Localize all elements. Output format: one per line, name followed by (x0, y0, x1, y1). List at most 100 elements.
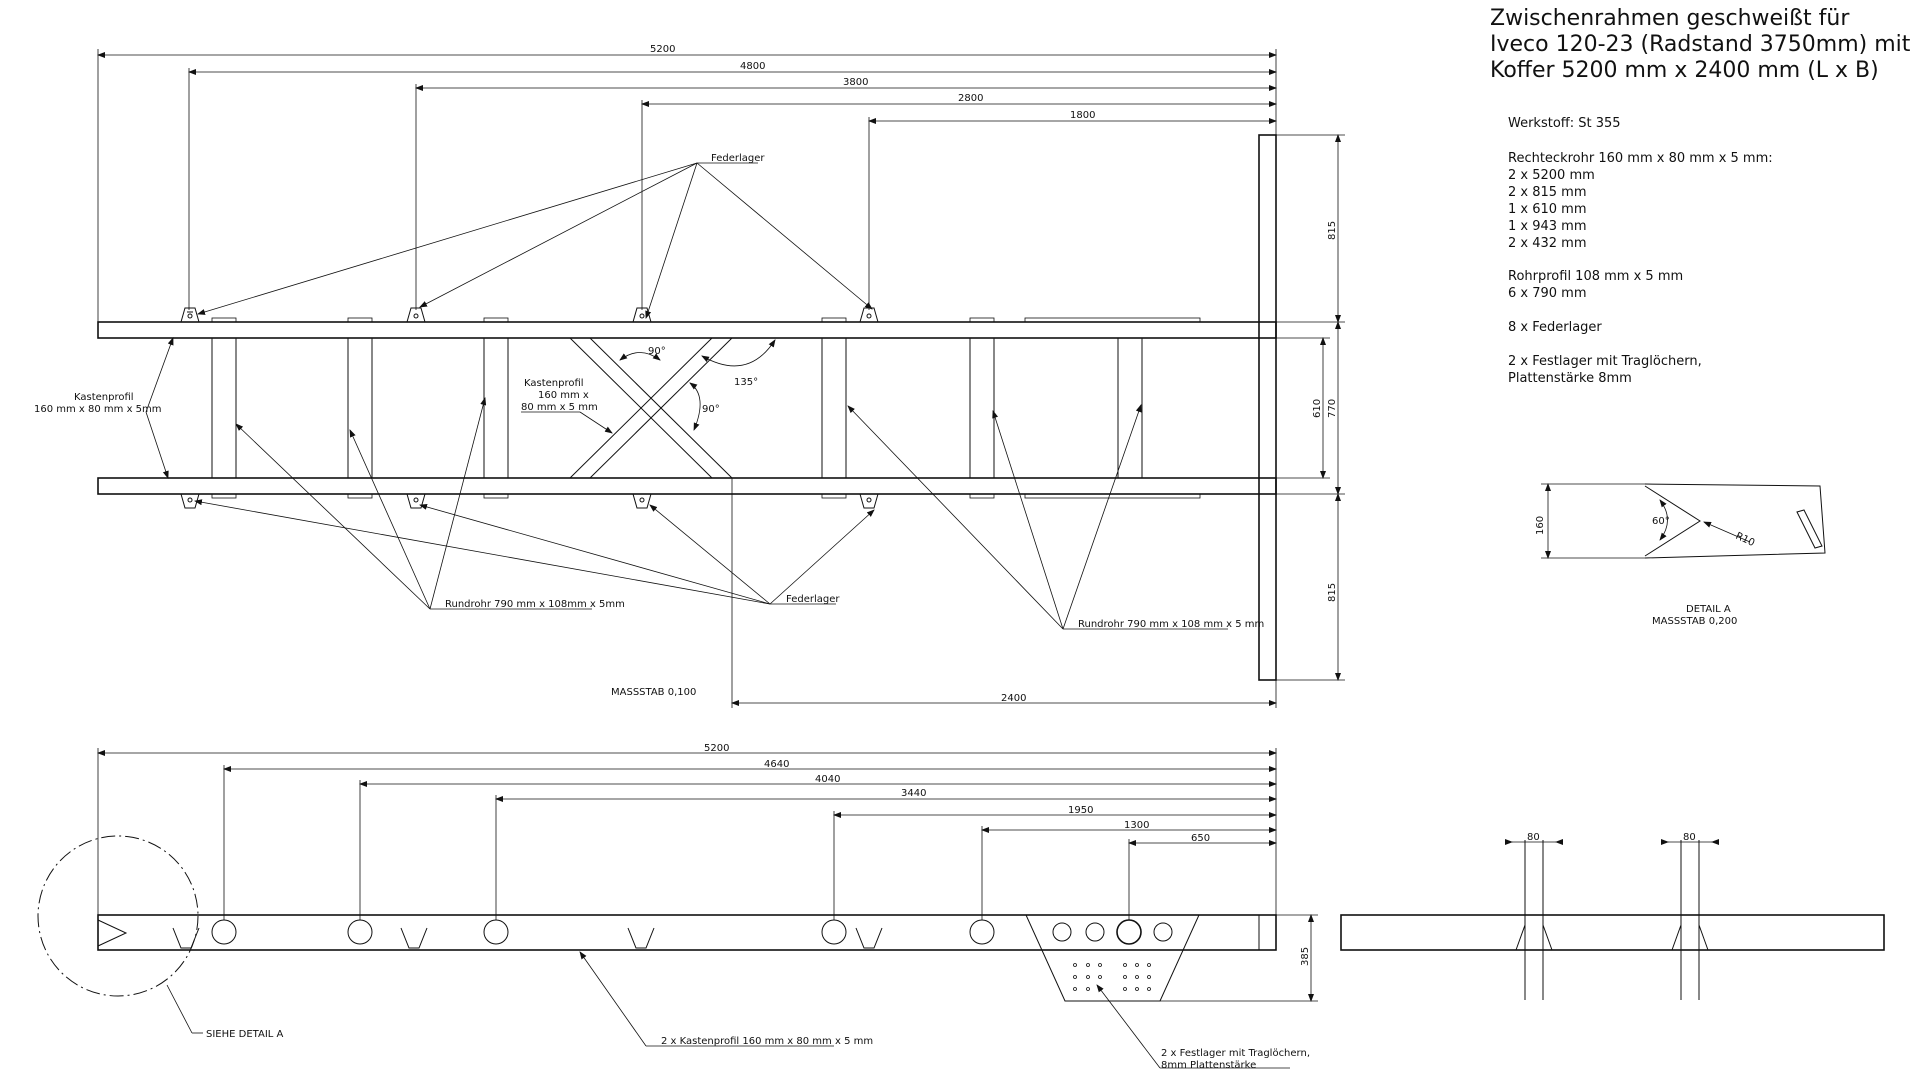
side-dimensions: 5200 4640 4040 3440 1950 1300 650 (97, 743, 1277, 920)
fixed-mount-plate (1025, 914, 1200, 1002)
detail-a-label: DETAIL A (1686, 604, 1731, 615)
spec-spring-mounts: 8 x Federlager (1508, 320, 1602, 335)
spec-list: Werkstoff: St 355 Rechteckrohr 160 mm x … (1508, 116, 1773, 386)
right-dimensions: 815 610 770 815 (1276, 134, 1345, 681)
spec-material: Werkstoff: St 355 (1508, 116, 1621, 131)
title-block: Zwischenrahmen geschweißt für Iveco 120-… (1490, 6, 1911, 83)
v-notches (172, 927, 883, 949)
dim-1800: 1800 (1070, 110, 1095, 121)
dim-610: 610 (1312, 399, 1323, 418)
leader-federlager-bottom: Federlager (194, 499, 875, 605)
spec-round-tube-heading: Rohrprofil 108 mm x 5 mm (1508, 269, 1683, 284)
dim-side-1300: 1300 (1124, 820, 1149, 831)
label-kastenprofil-side: 2 x Kastenprofil 160 mm x 80 mm x 5 mm (661, 1036, 873, 1047)
dim-side-4040: 4040 (815, 774, 840, 785)
detail-a-circle (37, 835, 199, 997)
rear-cross-member (1258, 134, 1277, 681)
side-rear-member (1258, 914, 1277, 951)
dim-2400: 2400 (1001, 693, 1026, 704)
end-dim-80-right: 80 (1683, 832, 1696, 843)
label-kastenprofil-mid-1: Kastenprofil (524, 378, 584, 389)
angle-90-right: 90° (702, 404, 720, 415)
dim-side-650: 650 (1191, 833, 1210, 844)
label-rundrohr-left: Rundrohr 790 mm x 108mm x 5mm (445, 599, 625, 610)
round-tube (1117, 337, 1143, 479)
title-line-3: Koffer 5200 mm x 2400 mm (L x B) (1490, 58, 1879, 83)
label-kastenprofil-left-2: 160 mm x 80 mm x 5mm (34, 404, 162, 415)
spec-rect-item: 2 x 815 mm (1508, 185, 1587, 200)
detail-radius: R10 (1734, 531, 1756, 549)
end-inner-box (1524, 914, 1682, 951)
dim-385: 385 (1300, 947, 1311, 966)
round-tubes (211, 317, 1201, 499)
leader-rundrohr-left: Rundrohr 790 mm x 108mm x 5mm (235, 397, 625, 610)
round-tube (483, 337, 509, 479)
dim-5200: 5200 (650, 44, 675, 55)
dim-815-upper: 815 (1327, 221, 1338, 240)
spec-rect-tube-heading: Rechteckrohr 160 mm x 80 mm x 5 mm: (1508, 151, 1773, 166)
end-dim-80-left: 80 (1527, 832, 1540, 843)
long-rail-upper (97, 321, 1277, 339)
angle-135: 135° (734, 377, 758, 388)
label-rundrohr-right: Rundrohr 790 mm x 108 mm x 5 mm (1078, 619, 1264, 630)
dim-2800: 2800 (958, 93, 983, 104)
dim-2400-group: 2400 (731, 478, 1277, 708)
label-festlager-2: 8mm Plattenstärke (1161, 1060, 1256, 1071)
top-view: 5200 4800 3800 2800 1800 (34, 44, 1345, 708)
detail-dim-160: 160 (1535, 516, 1546, 535)
dim-side-5200: 5200 (704, 743, 729, 754)
tube-hole (483, 919, 509, 945)
spec-fixed-mounts-1: 2 x Festlager mit Traglöchern, (1508, 354, 1702, 369)
spec-rect-item: 2 x 432 mm (1508, 236, 1587, 251)
spec-rect-item: 2 x 5200 mm (1508, 168, 1595, 183)
leader-kastenprofil-side: 2 x Kastenprofil 160 mm x 80 mm x 5 mm (579, 951, 873, 1047)
title-line-1: Zwischenrahmen geschweißt für (1490, 6, 1850, 31)
spec-rect-item: 1 x 610 mm (1508, 202, 1587, 217)
label-festlager-1: 2 x Festlager mit Traglöchern, (1161, 1048, 1310, 1059)
tube-hole (821, 919, 847, 945)
tube-hole (969, 919, 995, 945)
tube-hole (347, 919, 373, 945)
leader-detail-a: SIEHE DETAIL A (166, 984, 284, 1040)
leader-rundrohr-right: Rundrohr 790 mm x 108 mm x 5 mm (847, 404, 1264, 630)
leader-festlager: 2 x Festlager mit Traglöchern, 8mm Platt… (1096, 984, 1310, 1071)
round-tube (969, 337, 995, 479)
label-siehe-detail-a: SIEHE DETAIL A (206, 1029, 284, 1040)
dim-385-group: 385 (1160, 914, 1318, 1002)
label-kastenprofil-mid-3: 80 mm x 5 mm (521, 402, 598, 413)
side-holes (211, 919, 995, 945)
round-tube (211, 337, 237, 479)
angle-90-top: 90° (648, 346, 666, 357)
tube-hole (211, 919, 237, 945)
round-tube (821, 337, 847, 479)
end-cross-member (1340, 914, 1885, 951)
dim-side-3440: 3440 (901, 788, 926, 799)
title-line-2: Iveco 120-23 (Radstand 3750mm) mit (1490, 32, 1911, 57)
detail-angle-60: 60° (1652, 516, 1670, 527)
dim-side-1950: 1950 (1068, 805, 1093, 816)
top-dimensions: 5200 4800 3800 2800 1800 (97, 44, 1277, 322)
spec-rect-item: 1 x 943 mm (1508, 219, 1587, 234)
dim-4800: 4800 (740, 61, 765, 72)
label-federlager-top: Federlager (711, 153, 765, 164)
label-kastenprofil-mid-2: 160 mm x (538, 390, 589, 401)
detail-a: 160 60° R10 DETAIL A MASSSTAB 0,200 (1535, 483, 1826, 627)
dim-770: 770 (1327, 399, 1338, 418)
dim-3800: 3800 (843, 77, 868, 88)
spec-fixed-mounts-2: Plattenstärke 8mm (1508, 371, 1632, 386)
label-kastenprofil-left-1: Kastenprofil (74, 392, 134, 403)
dim-side-4640: 4640 (764, 759, 789, 770)
leader-federlager-top: Federlager (197, 153, 873, 319)
side-rail (97, 914, 1277, 951)
long-rail-lower (97, 477, 1277, 495)
scale-top-view: MASSSTAB 0,100 (611, 687, 696, 698)
leader-kastenprofil-mid: Kastenprofil 160 mm x 80 mm x 5 mm (521, 378, 613, 434)
spec-round-tube-item: 6 x 790 mm (1508, 286, 1587, 301)
detail-a-scale: MASSSTAB 0,200 (1652, 616, 1737, 627)
side-view: 5200 4640 4040 3440 1950 1300 650 (37, 743, 1318, 1071)
leader-kastenprofil-left: Kastenprofil 160 mm x 80 mm x 5mm (34, 337, 174, 479)
label-federlager-bottom: Federlager (786, 594, 840, 605)
side-front-notch (97, 919, 128, 947)
end-view: 80 80 (1340, 832, 1885, 1000)
